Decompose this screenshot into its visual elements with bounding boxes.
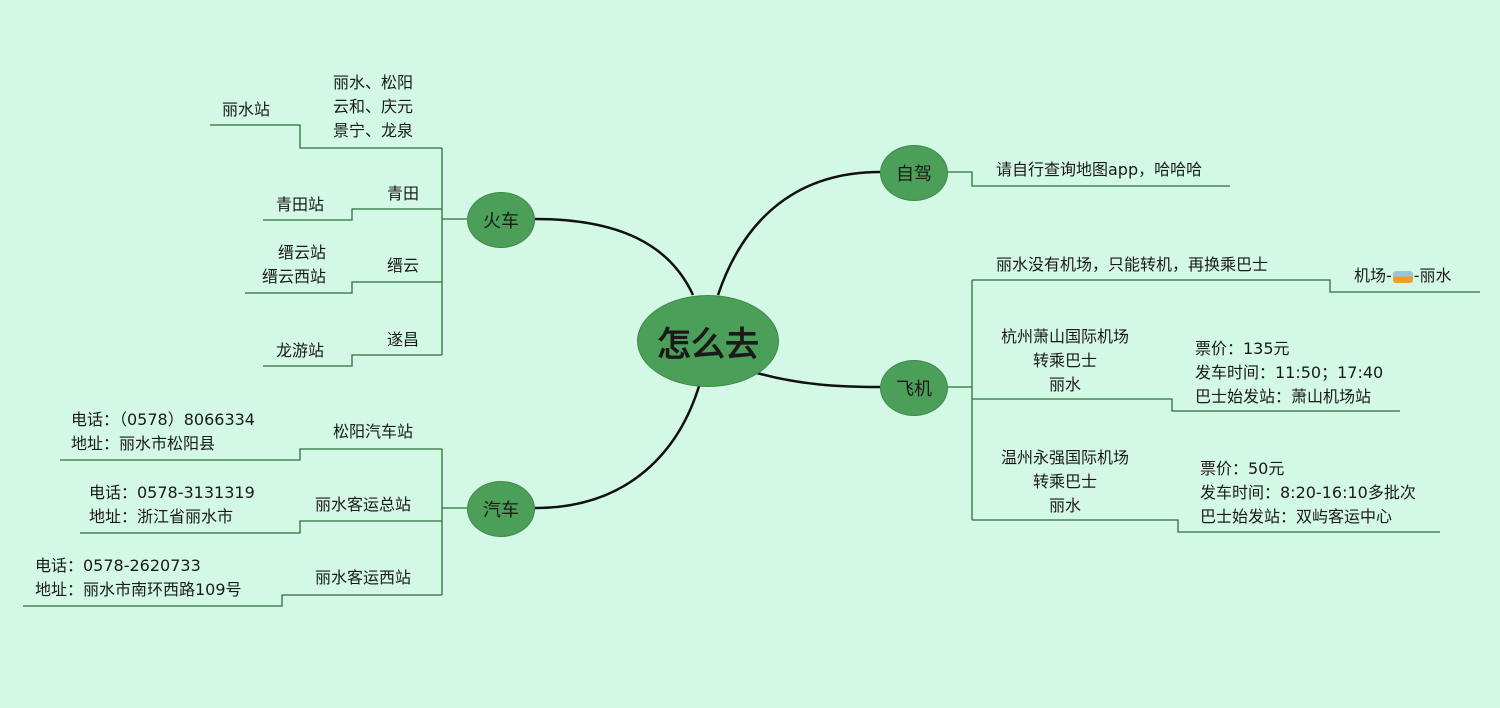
- address-text: 地址：浙江省丽水市: [89, 507, 234, 526]
- route-from: 机场-: [1354, 266, 1392, 285]
- airport-details[interactable]: 票价：50元发车时间：8:20-16:10多批次巴士始发站：双屿客运中心: [1200, 457, 1416, 529]
- text-line: 转乘巴士: [1032, 472, 1097, 491]
- bus-icon: [1392, 270, 1413, 283]
- text-line: 丽水、松阳: [333, 73, 414, 92]
- text-line: 票价：50元: [1200, 459, 1285, 478]
- bus-station-label[interactable]: 丽水客运西站: [315, 568, 412, 587]
- text-line: 发车时间：11:50；17:40: [1195, 363, 1384, 382]
- bus-station-label[interactable]: 丽水客运总站: [315, 495, 412, 514]
- root-label: 怎么去: [657, 324, 759, 365]
- bus-station-info[interactable]: 电话：（0578）8066334 地址：丽水市松阳县: [71, 408, 255, 456]
- root-node[interactable]: 怎么去: [637, 295, 779, 387]
- text-line: 青田: [387, 184, 420, 203]
- text-line: 丽水: [1048, 496, 1081, 515]
- bus-station-info[interactable]: 电话：0578-3131319 地址：浙江省丽水市: [89, 481, 255, 529]
- train-branch-label[interactable]: 青田: [387, 182, 419, 206]
- text-line: 云和、庆元: [333, 97, 414, 116]
- plane-note[interactable]: 丽水没有机场，只能转机，再换乘巴士: [996, 255, 1269, 274]
- text-line: 温州永强国际机场: [1000, 448, 1129, 467]
- text-line: 丽水站: [222, 100, 271, 119]
- route-to: -丽水: [1413, 266, 1452, 285]
- text-line: 缙云站: [277, 243, 326, 262]
- drive-note[interactable]: 请自行查询地图app，哈哈哈: [996, 160, 1203, 179]
- text-line: 巴士始发站：萧山机场站: [1195, 387, 1372, 406]
- phone-text: 电话：0578-2620733: [35, 556, 201, 575]
- drive-label: 自驾: [896, 164, 932, 185]
- station-label[interactable]: 丽水站: [222, 98, 270, 122]
- bus-label: 汽车: [483, 500, 519, 521]
- text-line: 缙云: [387, 256, 420, 275]
- text-line: 景宁、龙泉: [333, 121, 414, 140]
- phone-text: 电话：（0578）8066334: [71, 410, 255, 429]
- train-node[interactable]: 火车: [467, 192, 535, 248]
- airport-details[interactable]: 票价：135元发车时间：11:50；17:40 巴士始发站：萧山机场站: [1195, 337, 1383, 409]
- text-line: 转乘巴士: [1032, 351, 1097, 370]
- text-line: 发车时间：8:20-16:10多批次: [1200, 483, 1416, 502]
- address-text: 地址：丽水市松阳县: [71, 434, 216, 453]
- text-line: 遂昌: [387, 330, 420, 349]
- airport-route[interactable]: 温州永强国际机场转乘巴士丽水: [985, 446, 1145, 518]
- train-label: 火车: [483, 211, 519, 232]
- station-label[interactable]: 青田站: [276, 193, 324, 217]
- text-line: 杭州萧山国际机场: [1000, 327, 1129, 346]
- drive-node[interactable]: 自驾: [880, 145, 948, 201]
- bus-station-label[interactable]: 松阳汽车站: [333, 422, 414, 441]
- train-branch-label[interactable]: 缙云: [387, 254, 419, 278]
- plane-label: 飞机: [896, 379, 932, 400]
- station-label[interactable]: 龙游站: [276, 339, 324, 363]
- bus-node[interactable]: 汽车: [467, 481, 535, 537]
- text-line: 青田站: [276, 195, 325, 214]
- text-line: 票价：135元: [1195, 339, 1290, 358]
- station-label[interactable]: 缙云站缙云西站: [246, 241, 326, 289]
- train-branch-label[interactable]: 遂昌: [387, 328, 419, 352]
- text-line: 缙云西站: [261, 267, 326, 286]
- airport-route[interactable]: 杭州萧山国际机场转乘巴士丽水: [985, 325, 1145, 397]
- bus-station-info[interactable]: 电话：0578-2620733 地址：丽水市南环西路109号: [35, 554, 242, 602]
- text-line: 丽水: [1048, 375, 1081, 394]
- route-label[interactable]: 机场- -丽水: [1354, 264, 1452, 288]
- text-line: 巴士始发站：双屿客运中心: [1200, 507, 1393, 526]
- phone-text: 电话：0578-3131319: [89, 483, 255, 502]
- train-branch-label[interactable]: 丽水、松阳云和、庆元景宁、龙泉: [333, 71, 413, 143]
- address-text: 地址：丽水市南环西路109号: [35, 580, 242, 599]
- plane-node[interactable]: 飞机: [880, 360, 948, 416]
- text-line: 龙游站: [276, 341, 325, 360]
